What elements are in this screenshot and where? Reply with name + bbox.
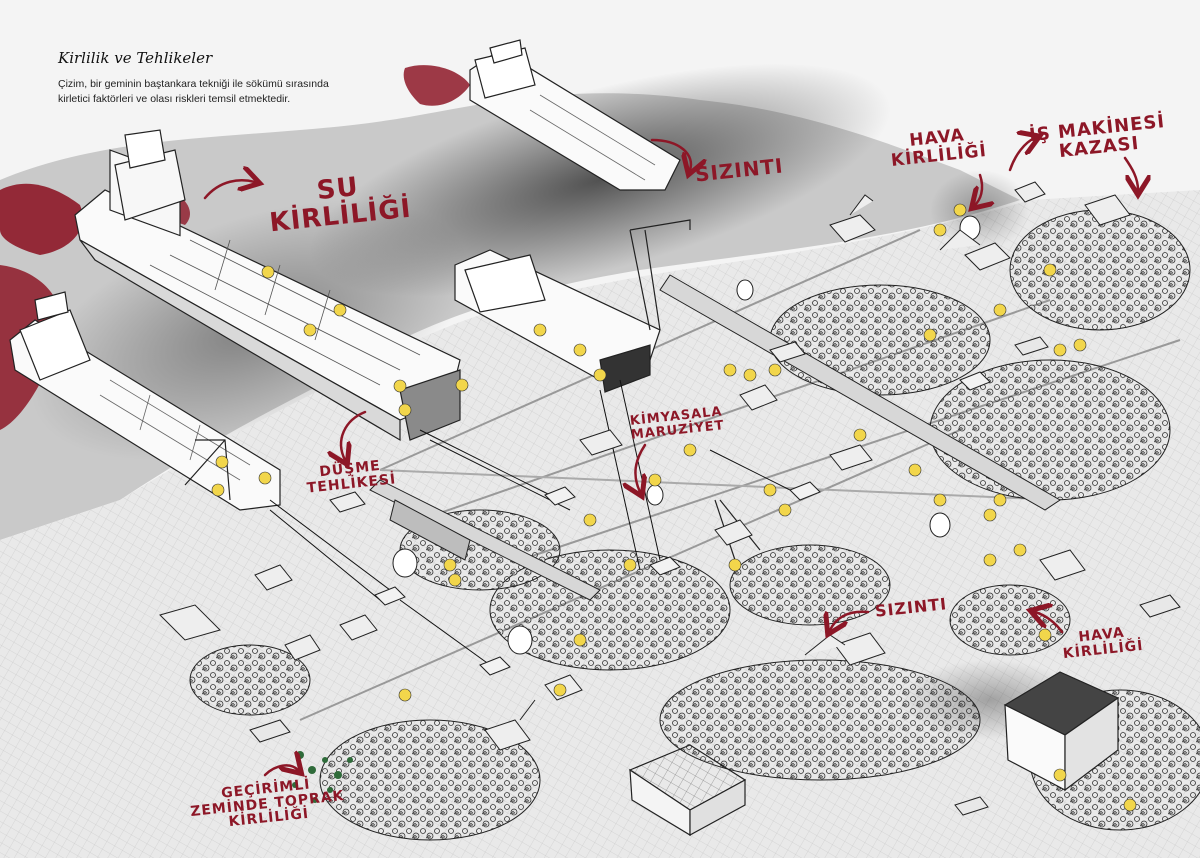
arrow-icon-kaza-left xyxy=(1008,138,1035,172)
crane-icon xyxy=(184,219,761,561)
cutting-lines xyxy=(269,379,801,666)
arrow-icon-hava-bottom xyxy=(1035,612,1064,634)
arrow-icon-kimyasal xyxy=(635,443,645,492)
arrow-icons xyxy=(203,138,1138,775)
worker-icons xyxy=(211,203,1137,812)
page-title: Kirlilik ve Tehlikeler xyxy=(58,49,213,67)
arrow-icon-kaza-right xyxy=(1123,156,1138,190)
arrow-icon-hava-top xyxy=(975,173,982,205)
caption-line-1: Çizim, bir geminin baştankara tekniği il… xyxy=(58,78,329,90)
steel-beams xyxy=(369,274,1061,601)
excavator-icon xyxy=(159,181,1131,751)
arrow-icon-sizinti-mid xyxy=(830,610,870,630)
arrow-icon-toprak xyxy=(263,765,298,775)
steel-blocks xyxy=(374,371,991,676)
caption-line-2: kirletici faktörleri ve olası riskleri t… xyxy=(58,92,291,105)
container-boxes xyxy=(249,336,1181,816)
warehouse-icon xyxy=(628,671,1120,837)
tanker-ship-icon xyxy=(74,129,461,442)
cargo-ship-icon xyxy=(9,291,281,511)
arrow-icon-dusme xyxy=(341,410,367,460)
arrow-icon-su xyxy=(203,180,255,200)
beached-ship-icon xyxy=(454,249,661,393)
tanker-ship-top-icon xyxy=(469,39,681,191)
arrow-icon-sizinti-top xyxy=(650,138,691,170)
caption: Çizim, bir geminin baştankara tekniği il… xyxy=(58,77,358,106)
